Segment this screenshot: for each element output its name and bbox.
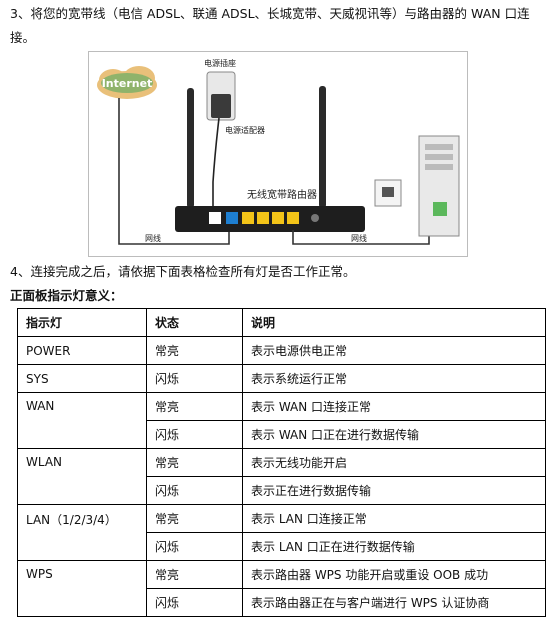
indicator-description: 表示路由器 WPS 功能开启或重设 OOB 成功 xyxy=(242,560,546,589)
left-antenna xyxy=(187,88,194,208)
table-row: 闪烁表示正在进行数据传输 xyxy=(18,476,546,505)
table-row: 闪烁表示 WAN 口正在进行数据传输 xyxy=(18,420,546,449)
indicator-description: 表示无线功能开启 xyxy=(242,448,546,477)
left-cable xyxy=(118,98,230,245)
internet-label: Internet xyxy=(102,77,153,90)
indicator-name: WPS xyxy=(17,560,147,617)
pc-tower-icon xyxy=(418,135,460,237)
power-cable xyxy=(212,117,220,222)
power-adapter-label: 电源适配器 xyxy=(225,125,265,135)
indicator-state: 闪烁 xyxy=(146,588,243,617)
lan-port-2 xyxy=(257,212,269,224)
left-cable-label: 网线 xyxy=(145,233,161,243)
indicator-name: POWER xyxy=(17,336,147,365)
indicator-description: 表示 WAN 口连接正常 xyxy=(242,392,546,421)
header-indicator: 指示灯 xyxy=(17,308,147,337)
header-description: 说明 xyxy=(242,308,546,337)
legend-title: 正面板指示灯意义： xyxy=(10,288,123,303)
reset-button-icon xyxy=(311,214,319,222)
lan-port-3 xyxy=(272,212,284,224)
table-row: 闪烁表示 LAN 口正在进行数据传输 xyxy=(18,532,546,561)
table-row: LAN（1/2/3/4）常亮表示 LAN 口连接正常 xyxy=(17,504,546,561)
internet-cloud-icon: Internet xyxy=(97,66,157,99)
indicator-state: 常亮 xyxy=(146,448,243,477)
indicator-name: WLAN xyxy=(17,448,147,505)
step-3-text: 3、将您的宽带线（电信 ADSL、联通 ADSL、长城宽带、天威视讯等）与路由器… xyxy=(10,6,530,45)
network-card-icon xyxy=(374,179,402,207)
power-port xyxy=(209,212,221,224)
indicator-description: 表示 WAN 口正在进行数据传输 xyxy=(242,420,546,449)
indicator-state: 闪烁 xyxy=(146,476,243,505)
lan-port-1 xyxy=(242,212,254,224)
power-socket-label: 电源插座 xyxy=(204,58,236,68)
step-4-text: 4、连接完成之后，请依据下面表格检查所有灯是否工作正常。 xyxy=(10,264,356,279)
router-label: 无线宽带路由器 xyxy=(247,188,317,201)
right-cable-label: 网线 xyxy=(351,233,367,243)
router-icon xyxy=(175,206,365,232)
indicator-state: 常亮 xyxy=(146,504,243,533)
table-header-row: 指示灯 状态 说明 xyxy=(17,308,546,337)
indicator-state: 常亮 xyxy=(146,560,243,589)
indicator-state: 闪烁 xyxy=(146,532,243,561)
indicator-description: 表示 LAN 口连接正常 xyxy=(242,504,546,533)
indicator-state: 常亮 xyxy=(146,392,243,421)
indicator-description: 表示系统运行正常 xyxy=(242,364,546,393)
header-state: 状态 xyxy=(146,308,243,337)
indicator-description: 表示电源供电正常 xyxy=(242,336,546,365)
indicator-name: SYS xyxy=(17,364,147,393)
indicator-state: 常亮 xyxy=(146,336,243,365)
indicator-name: WAN xyxy=(17,392,147,449)
indicator-description: 表示 LAN 口正在进行数据传输 xyxy=(242,532,546,561)
power-adapter-icon xyxy=(211,94,231,118)
indicator-state: 闪烁 xyxy=(146,364,243,393)
right-antenna xyxy=(319,86,326,208)
lan-port-4 xyxy=(287,212,299,224)
indicator-name: LAN（1/2/3/4） xyxy=(17,504,147,561)
connection-diagram: Internet 网线 电源插座 电源适配器 无线宽带路由器 网线 xyxy=(88,51,468,257)
indicator-state: 闪烁 xyxy=(146,420,243,449)
indicator-description: 表示正在进行数据传输 xyxy=(242,476,546,505)
wan-port xyxy=(226,212,238,224)
indicator-description: 表示路由器正在与客户端进行 WPS 认证协商 xyxy=(242,588,546,617)
